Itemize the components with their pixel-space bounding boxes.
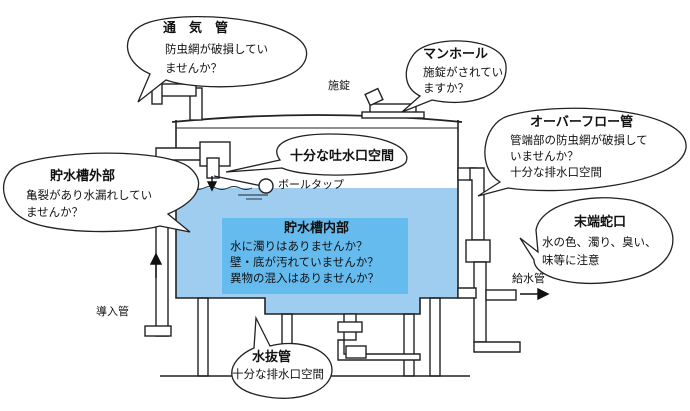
vent-callout-bubble: [126, 16, 308, 103]
outlet-space-callout-bubble: [225, 133, 408, 176]
supply-pipe-label: 給水管: [512, 271, 545, 285]
overflow-title: オーバーフロー管: [530, 114, 633, 130]
manhole-callout-bubble: [401, 40, 507, 113]
interior-line-3: 異物の混入はありませんか？: [230, 271, 379, 285]
drain-line-1: 十分な排水口空間: [232, 367, 324, 381]
faucet-line-2: 味等に注意: [542, 253, 600, 267]
ball-tap: [213, 175, 274, 194]
exterior-title: 貯水槽外部: [50, 168, 115, 184]
ball-tap-label: ボールタップ: [278, 178, 344, 191]
exterior-line-1: 亀裂があり水漏れしてい: [26, 188, 152, 202]
manhole-line-2: ますか？: [423, 81, 469, 95]
overflow-line-3: 十分な排水口空間: [510, 165, 602, 179]
overflow-line-2: いませんか？: [510, 149, 579, 163]
faucet-callout-bubble: [519, 197, 674, 285]
vent-pipe: [151, 79, 203, 121]
interior-info-box: [222, 218, 408, 294]
drain-title: 水抜管: [252, 349, 291, 365]
manhole-line-1: 施錠がされてい: [423, 65, 503, 79]
vent-title: 通 気 管: [163, 20, 228, 36]
exterior-callout-bubble: [2, 152, 200, 233]
faucet-title: 末端蛇口: [573, 214, 626, 230]
faucet-line-1: 水の色、濁り、臭い、: [542, 235, 657, 249]
inlet-pipe-label: 導入管: [96, 304, 129, 318]
overflow-line-1: 管端部の防虫網が破損して: [510, 133, 648, 147]
vent-line-2: ませんか？: [165, 61, 222, 75]
drain-pipe: [337, 313, 421, 361]
lock-label: 施錠: [328, 78, 350, 92]
overflow-callout-bubble: [477, 107, 687, 197]
exterior-line-2: ませんか？: [26, 205, 83, 219]
interior-line-2: 壁・底が汚れていませんか？: [230, 255, 379, 269]
overflow-pipe: [457, 167, 521, 353]
vent-line-1: 防虫網が破損してい: [165, 42, 268, 56]
outlet-space-title: 十分な吐水口空間: [290, 148, 394, 164]
manhole: [361, 87, 425, 119]
interior-line-1: 水に濁りはありませんか？: [230, 239, 368, 253]
flow-arrows: [149, 176, 550, 301]
interior-title: 貯水槽内部: [284, 220, 349, 236]
tank-body: [171, 114, 463, 315]
drain-callout-bubble: [231, 315, 333, 399]
manhole-title: マンホール: [423, 47, 488, 62]
